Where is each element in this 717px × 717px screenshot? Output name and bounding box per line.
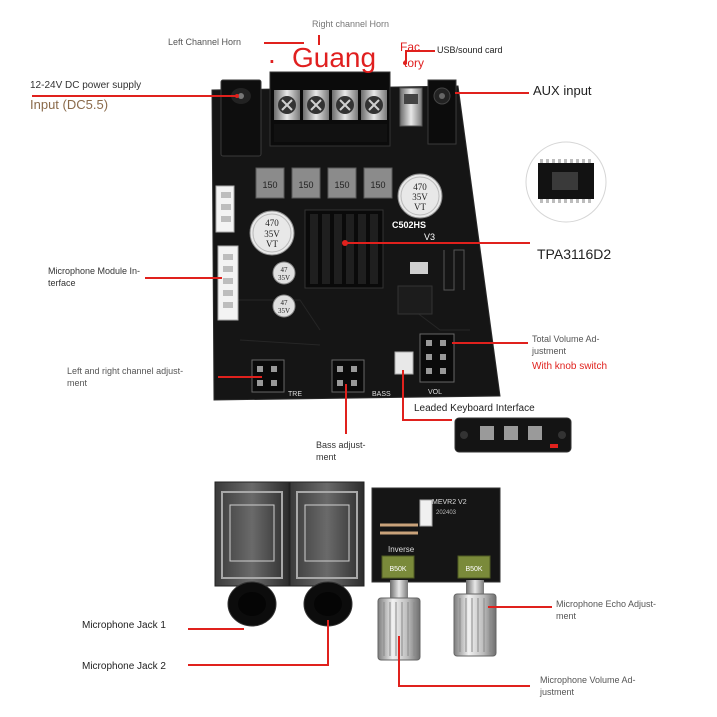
label-tpa3116d2: TPA3116D2 [537,246,612,262]
heatsink [304,209,384,289]
leader-lr-adjust [218,376,262,378]
capacitor-470uf-left: 470 35V VT [249,210,295,256]
svg-text:35V: 35V [412,192,428,202]
label-mic-jack-2: Microphone Jack 2 [82,661,166,672]
leader-jack1 [188,628,244,630]
svg-text:MEVR2 V2: MEVR2 V2 [432,499,467,506]
label-bass-adjust-2: ment [316,452,337,462]
leader-aux [455,92,529,94]
label-mic-volume-2: justment [540,687,575,697]
label-total-volume-2: justment [532,346,567,356]
label-aux-input: AUX input [533,83,592,98]
leader-power [32,95,238,97]
label-power-supply: 12-24V DC power supply [30,80,142,91]
label-mic-volume-1: Microphone Volume Ad- [540,675,636,685]
svg-text:47: 47 [281,266,289,274]
label-mic-module-2: terface [48,278,76,288]
microphone-board: MEVR2 V2 202403 Inverse B50K B50K [371,487,501,583]
inductor-label: 150 [262,180,277,190]
leader-keyboard-v [402,370,404,420]
watermark-tory: tory [404,56,425,70]
watermark-brand: Guang [292,42,377,73]
svg-text:B50K: B50K [389,566,406,573]
label-lr-adjust-1: Left and right channel adjust- [67,366,184,376]
svg-text:470: 470 [265,218,279,228]
svg-text:35V: 35V [278,274,290,282]
svg-text:470: 470 [413,182,427,192]
leader-echo [488,606,552,608]
svg-text:202403: 202403 [436,510,457,516]
speaker-terminal-block [269,71,391,147]
capacitor-470uf-top: 470 35V VT [397,173,443,219]
board-version: V3 [424,232,435,242]
label-mic-echo-2: ment [556,611,577,621]
aux-jack [427,79,457,145]
label-total-volume-1: Total Volume Ad- [532,334,600,344]
inductor-label: 150 [298,180,313,190]
bass-label: BASS [372,391,391,398]
leader-usb-v [405,50,407,64]
label-bass-adjust-1: Bass adjust- [316,440,366,450]
label-mic-jack-1: Microphone Jack 1 [82,620,166,631]
main-amplifier-board: 150 150 150 150 470 35V VT 470 35V VT 47… [211,71,501,401]
dc-power-jack [220,79,262,157]
leader-bass [345,384,347,434]
svg-text:B50K: B50K [465,566,482,573]
watermark-fac: Fac [400,40,421,54]
leader-keyboard-h [402,419,452,421]
svg-text:47: 47 [281,299,289,307]
chip-inset [525,141,607,223]
capacitors-47uf: 47 35V 47 35V [272,261,296,318]
label-lr-adjust-2: ment [67,378,88,388]
svg-text:35V: 35V [278,307,290,315]
leader-mic-volume-h [398,685,530,687]
microphone-jack-2-body [289,481,365,627]
leader-usb [405,50,435,52]
label-power-input: Input (DC5.5) [30,97,109,112]
inductor-label: 150 [334,180,349,190]
mic-module-connector [215,185,239,321]
usb-port [399,87,423,127]
label-mic-module-1: Microphone Module In- [48,266,141,276]
leader-left-horn [264,42,304,44]
label-usb-sound-card: USB/sound card [437,45,503,55]
leader-right-horn [318,35,320,45]
leader-jack2-v [327,620,329,666]
bluetooth-module [397,249,465,315]
svg-text:VT: VT [266,239,278,249]
label-knob-switch: With knob switch [532,361,608,372]
leader-mic-module [145,277,222,279]
knob-mic-echo [453,580,497,657]
svg-text:VT: VT [414,202,426,212]
microphone-jack-1-body [214,481,290,627]
keyboard-board [454,417,572,453]
leader-jack2-h [188,664,328,666]
leader-tpa [346,242,530,244]
label-keyboard-interface: Leaded Keyboard Interface [414,403,535,414]
board-model: C502HS [392,220,426,230]
vol-label: VOL [428,389,442,396]
label-mic-echo-1: Microphone Echo Adjust- [556,599,657,609]
watermark-dot: . [268,38,276,69]
label-left-channel-horn: Left Channel Horn [168,37,242,47]
inductors: 150 150 150 150 [255,167,393,199]
svg-text:35V: 35V [264,229,280,239]
inductor-label: 150 [370,180,385,190]
label-right-channel-horn: Right channel Horn [312,19,390,29]
knob-mic-volume [377,580,421,661]
tre-label: TRE [288,391,302,398]
svg-text:Inverse: Inverse [388,545,415,554]
leader-total-volume [452,342,528,344]
leader-mic-volume-v [398,636,400,686]
